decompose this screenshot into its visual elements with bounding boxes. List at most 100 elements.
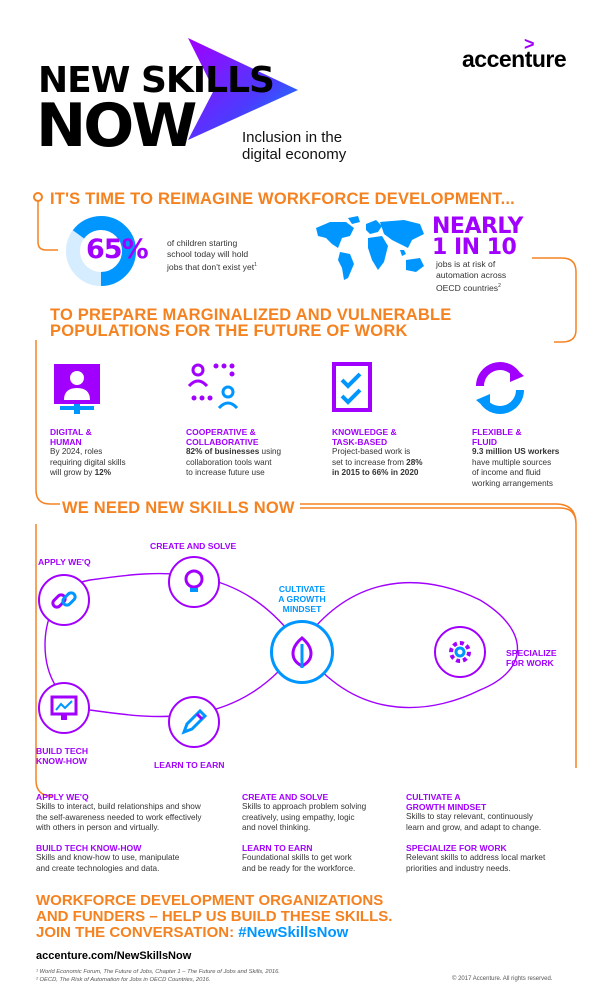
desc-title: LEARN TO EARN xyxy=(242,843,313,853)
desc-cultivate: CULTIVATE A GROWTH MINDSET Skills to sta… xyxy=(406,792,586,833)
prepare-title: TO PREPARE MARGINALIZED AND VULNERABLE P… xyxy=(50,306,452,340)
percent-donut-chart xyxy=(66,216,136,286)
chart-monitor-icon xyxy=(50,695,78,720)
prepare-title-line2: POPULATIONS FOR THE FUTURE OF WORK xyxy=(50,322,408,340)
leaf-icon xyxy=(291,636,313,668)
trend-line3: to increase future use xyxy=(186,468,265,478)
lightbulb-icon xyxy=(184,569,204,592)
accenture-logo: > accenture xyxy=(462,34,567,73)
desc-title: APPLY WE'Q xyxy=(36,792,89,802)
trends-frame xyxy=(35,340,577,520)
cta-block: WORKFORCE DEVELOPMENT ORGANIZATIONS AND … xyxy=(36,893,392,941)
intro-title: IT'S TIME TO REIMAGINE WORKFORCE DEVELOP… xyxy=(50,190,515,208)
intro-frame xyxy=(33,192,577,343)
cultivate-label-line3: MINDSET xyxy=(282,604,322,614)
apply-weq-node xyxy=(38,574,90,626)
logo-chevron-icon: > xyxy=(524,34,535,54)
desc-title: BUILD TECH KNOW-HOW xyxy=(36,843,142,853)
trend-line3: will grow by xyxy=(50,468,95,478)
desc-learn: LEARN TO EARN Foundational skills to get… xyxy=(242,843,402,874)
trend-line2: collaboration tools want xyxy=(186,457,272,467)
cultivate-label-line1: CULTIVATE xyxy=(278,584,326,594)
footer-url[interactable]: accenture.com/NewSkillsNow xyxy=(36,950,192,962)
desc-line2: the self-awareness needed to work effect… xyxy=(36,812,202,822)
trend-title-line1: COOPERATIVE & xyxy=(186,427,256,437)
trend-line2: have multiple sources xyxy=(472,457,552,467)
trend-line2: set to increase from xyxy=(332,457,407,467)
trend-title-line1: DIGITAL & xyxy=(50,427,92,437)
desc-title: SPECIALIZE FOR WORK xyxy=(406,843,507,853)
cta-line3: JOIN THE CONVERSATION: xyxy=(36,924,239,941)
checklist-icon xyxy=(332,362,372,412)
desc-title-line1: CULTIVATE A xyxy=(406,792,461,802)
subtitle-line1: Inclusion in the xyxy=(242,129,343,146)
footnote-2: ² OECD, The Risk of Automation for Jobs … xyxy=(36,977,211,983)
stat-1in10-value: NEARLY 1 IN 10 xyxy=(432,216,523,259)
build-label: BUILD TECH KNOW-HOW xyxy=(36,746,88,766)
desc-line1: Skills to approach problem solving xyxy=(242,802,367,811)
link-chain-icon xyxy=(51,591,77,609)
desc-line2: creatively, using empathy, logic xyxy=(242,812,355,822)
trend-line2: requiring digital skills xyxy=(50,457,126,467)
title-line2: NOW xyxy=(36,91,197,161)
header-chevron-graphic xyxy=(188,38,298,140)
desc-line1: Skills to interact, build relationships … xyxy=(36,802,201,811)
apply-label: APPLY WE'Q xyxy=(38,557,91,567)
trend-line3-bold: in 2015 to 66% in 2020 xyxy=(332,468,419,478)
trend-line4: working arrangements xyxy=(472,478,554,488)
footnotes: ¹ World Economic Forum, The Future of Jo… xyxy=(36,968,280,984)
footnote-ref-1: 1 xyxy=(254,262,257,268)
pencil-icon xyxy=(181,708,208,735)
trend-title-line2: FLUID xyxy=(472,437,498,447)
prepare-title-line1: TO PREPARE MARGINALIZED AND VULNERABLE xyxy=(50,306,452,324)
stat-1in10-text-line1: jobs is at risk of xyxy=(436,259,496,269)
presenter-icon xyxy=(54,364,100,414)
world-map-icon xyxy=(316,216,424,280)
build-label-line1: BUILD TECH xyxy=(36,746,89,756)
trend-line3: of income and fluid xyxy=(472,468,541,478)
desc-line3: and novel thinking. xyxy=(242,823,311,833)
gear-icon xyxy=(449,641,471,663)
hashtag-link[interactable]: #NewSkillsNow xyxy=(238,924,349,941)
title-line1: NEW SKILLS xyxy=(38,60,275,101)
trend-title-line2: TASK-BASED xyxy=(332,437,388,447)
trend-line2-bold: 28% xyxy=(406,457,423,467)
desc-title: CREATE AND SOLVE xyxy=(242,792,329,802)
specialize-node xyxy=(434,626,486,678)
stat-65-line1: of children starting xyxy=(167,238,238,248)
trend-flexible: FLEXIBLE & FLUID 9.3 million US workers … xyxy=(472,427,602,489)
stat-65-value: 65% xyxy=(86,234,149,265)
build-tech-node xyxy=(38,682,90,734)
desc-line2: learn and grow, and adapt to change. xyxy=(406,822,542,832)
stat-65-line2: school today will hold xyxy=(167,249,249,259)
trend-line1: using xyxy=(259,447,282,456)
build-label-line2: KNOW-HOW xyxy=(36,756,87,766)
copyright: © 2017 Accenture. All rights reserved. xyxy=(452,976,553,982)
learn-earn-node xyxy=(168,696,220,748)
trend-line1-bold: 9.3 million US workers xyxy=(472,447,560,456)
stat-1in10-text: jobs is at risk of automation across OEC… xyxy=(436,259,506,294)
subtitle: Inclusion in the digital economy xyxy=(242,129,346,163)
learn-label: LEARN TO EARN xyxy=(154,760,225,770)
desc-line1: Skills and know-how to use, manipulate xyxy=(36,853,180,862)
desc-line1: Relevant skills to address local market xyxy=(406,853,546,862)
trend-title-line2: HUMAN xyxy=(50,437,82,447)
desc-line1: Skills to stay relevant, continuously xyxy=(406,812,533,821)
trend-line1: Project-based work is xyxy=(332,447,411,456)
desc-create: CREATE AND SOLVE Skills to approach prob… xyxy=(242,792,402,834)
desc-title-line2: GROWTH MINDSET xyxy=(406,802,487,812)
cultivate-label-line2: A GROWTH xyxy=(278,594,326,604)
people-network-icon xyxy=(187,363,239,410)
skills-title: WE NEED NEW SKILLS NOW xyxy=(62,499,295,517)
brand-name: accenture xyxy=(462,46,567,72)
trend-line1-bold: 82% of businesses xyxy=(186,447,260,456)
create-label: CREATE AND SOLVE xyxy=(150,541,237,551)
trend-cooperative: COOPERATIVE & COLLABORATIVE 82% of busin… xyxy=(186,427,316,479)
trend-knowledge: KNOWLEDGE & TASK-BASED Project-based wor… xyxy=(332,427,462,479)
trend-digital-human: DIGITAL & HUMAN By 2024, roles requiring… xyxy=(50,427,170,479)
desc-line2: and create technologies and data. xyxy=(36,863,160,873)
desc-apply: APPLY WE'Q Skills to interact, build rel… xyxy=(36,792,236,834)
specialize-label-line1: SPECIALIZE xyxy=(506,648,557,658)
subtitle-line2: digital economy xyxy=(242,146,347,163)
trend-title-line1: FLEXIBLE & xyxy=(472,427,522,437)
